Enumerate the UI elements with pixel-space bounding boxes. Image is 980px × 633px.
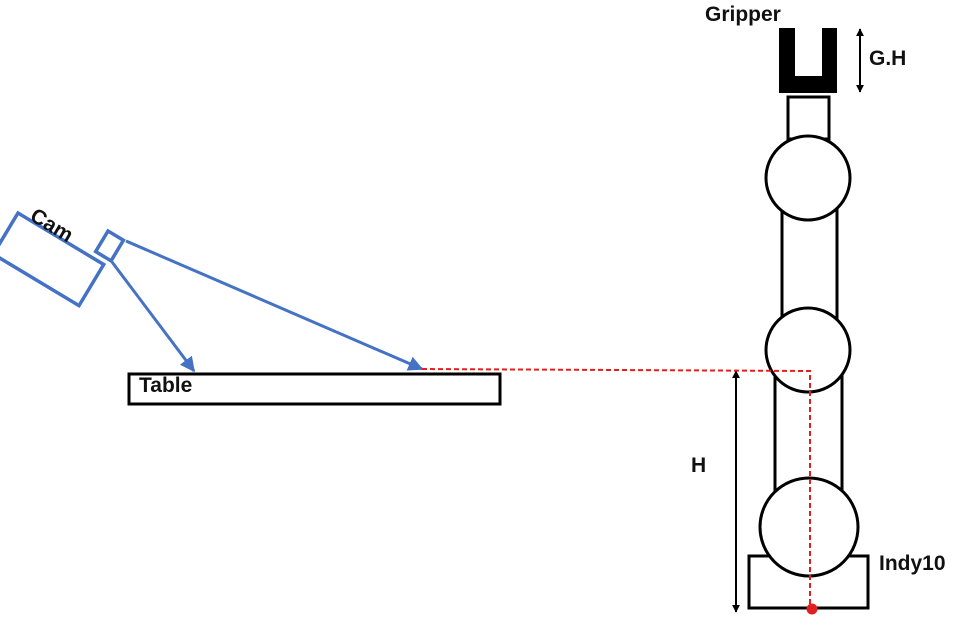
gripper-shape (779, 28, 837, 93)
camera-ray-far (125, 239, 424, 371)
table-surface (127, 372, 502, 406)
gripper-label: Gripper (705, 3, 781, 26)
camera-ray-near (110, 261, 196, 373)
gripper-height-label: G.H (869, 47, 907, 70)
camera-body (0, 210, 107, 309)
table-label: Table (139, 374, 193, 397)
robot-label: Indy10 (879, 552, 946, 575)
robot-joint-elbow (764, 306, 852, 394)
table-height-reference-line (421, 368, 811, 608)
robot-wrist (786, 95, 831, 141)
height-label: H (691, 454, 707, 477)
robot-origin-point (806, 603, 818, 615)
camera-lens (93, 228, 126, 264)
robot-joint-wrist (764, 134, 852, 222)
